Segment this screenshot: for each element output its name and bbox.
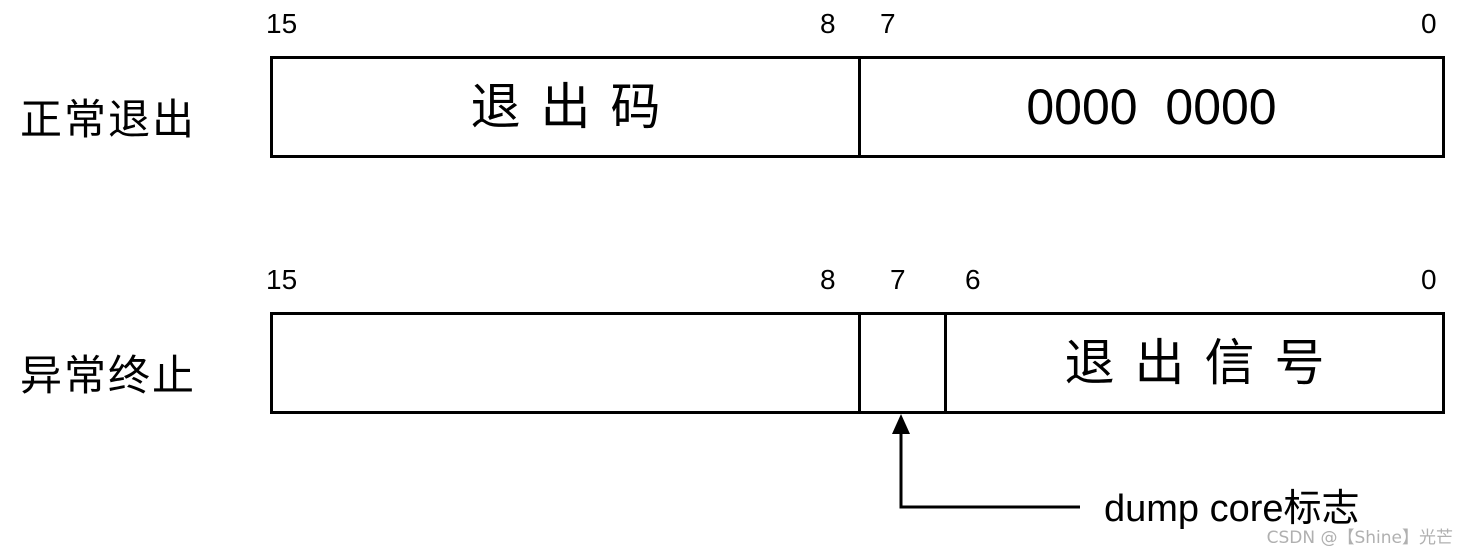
bit-7-label: 7 xyxy=(880,8,896,39)
exit-code-field: 退出码 xyxy=(470,78,681,136)
bit-0-label: 0 xyxy=(1421,264,1437,295)
bit-15-label: 15 xyxy=(266,264,298,295)
bit-0-label: 0 xyxy=(1421,8,1437,39)
byte-divider xyxy=(858,59,861,155)
connector-line xyxy=(899,432,1080,509)
core-dump-flag-label: dump core标志 xyxy=(1104,488,1360,530)
bit-divider xyxy=(944,315,947,411)
bit-7-label: 7 xyxy=(890,264,906,295)
low-byte-field: 0000 0000 xyxy=(1026,79,1277,135)
core-dump-bit-field xyxy=(861,315,944,411)
arrow-head-icon xyxy=(892,414,910,434)
normal-exit-label: 正常退出 xyxy=(20,95,197,144)
abnormal-exit-register: 退出信号 xyxy=(270,312,1445,414)
abnormal-exit-label: 异常终止 xyxy=(20,351,197,400)
byte-divider xyxy=(858,315,861,411)
exit-signal-field: 退出信号 xyxy=(1064,334,1345,392)
bit-6-label: 6 xyxy=(965,264,981,295)
high-byte-field xyxy=(273,315,858,411)
bit-8-label: 8 xyxy=(820,264,836,295)
bit-8-label: 8 xyxy=(820,8,836,39)
watermark: CSDN @【Shine】光芒 xyxy=(1266,528,1453,548)
bit-15-label: 15 xyxy=(266,8,298,39)
normal-exit-register: 退出码 0000 0000 xyxy=(270,56,1445,158)
